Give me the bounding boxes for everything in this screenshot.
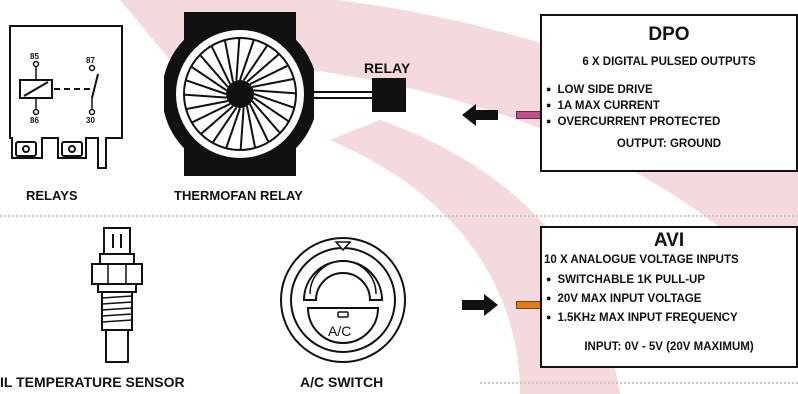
fan-blade — [225, 107, 241, 149]
fan-blade — [251, 100, 281, 134]
fan-blade — [246, 105, 257, 149]
dpo-bullet: LOW SIDE DRIVE — [546, 82, 796, 98]
arrow-right-icon — [462, 294, 498, 316]
avi-bullet: 1.5KHz MAX INPUT FREQUENCY — [546, 308, 796, 327]
avi-subtitle: 10 X ANALOGUE VOLTAGE INPUTS — [544, 254, 739, 266]
relay-label: RELAY — [364, 60, 411, 76]
fan-blade — [239, 39, 255, 81]
fan-blade — [246, 53, 280, 83]
arrow-left-icon — [462, 104, 498, 126]
fan-blade — [190, 65, 228, 92]
relay-icon — [9, 25, 123, 169]
ac-switch-text: A/C — [328, 323, 352, 339]
avi-title: AVI — [653, 230, 685, 251]
ac-switch-label: A/C SWITCH — [300, 374, 384, 390]
thermofan-icon — [164, 12, 314, 176]
fan-blade — [242, 44, 269, 82]
relay-pin-85: 85 — [30, 52, 39, 61]
ac-switch-icon — [280, 237, 406, 363]
avi-bullet-list: SWITCHABLE 1K PULL-UP 20V MAX INPUT VOLT… — [546, 270, 796, 327]
fan-blade — [210, 45, 231, 85]
dpo-title: DPO — [648, 24, 690, 45]
fan-blade — [183, 93, 227, 99]
fan-blade — [239, 107, 245, 151]
fan-blade — [249, 103, 270, 143]
dpo-box: DPO 6 X DIGITAL PULSED OUTPUTS LOW SIDE … — [540, 14, 798, 172]
fan-blade — [252, 96, 290, 123]
dpo-bullet: 1A MAX CURRENT — [546, 98, 796, 114]
fan-blade — [200, 105, 234, 135]
temperature-sensor-icon — [91, 227, 143, 363]
relay-pin-30: 30 — [86, 116, 95, 125]
dpo-bullet: OVERCURRENT PROTECTED — [546, 114, 796, 130]
fan-blade — [223, 39, 234, 83]
fan-blade — [249, 64, 289, 85]
relay-wire — [310, 91, 372, 99]
fan-blade — [211, 106, 238, 144]
fan-blade — [185, 100, 229, 111]
dpo-subtitle: 6 X DIGITAL PULSED OUTPUTS — [582, 56, 756, 68]
fan-blade — [199, 54, 229, 88]
oil-temperature-sensor-label: IL TEMPERATURE SENSOR — [0, 374, 185, 390]
separator-line — [0, 215, 798, 217]
relay-pin-86: 86 — [30, 116, 39, 125]
relay-pin-87: 87 — [86, 56, 95, 65]
fan-blade — [235, 37, 241, 81]
fan-blade — [191, 103, 231, 124]
separator-line-bottom — [480, 382, 798, 384]
avi-bullet: 20V MAX INPUT VOLTAGE — [546, 289, 796, 308]
fan-blade — [253, 93, 295, 109]
fan-blade — [185, 79, 227, 95]
dpo-footer: OUTPUT: GROUND — [616, 138, 722, 150]
relays-label: RELAYS — [26, 188, 78, 203]
fan-blade — [253, 89, 297, 95]
avi-bullet: SWITCHABLE 1K PULL-UP — [546, 270, 796, 289]
relay-block-icon — [372, 78, 406, 112]
fan-blade — [251, 77, 295, 88]
dpo-bullet-list: LOW SIDE DRIVE 1A MAX CURRENT OVERCURREN… — [546, 82, 796, 130]
avi-box: AVI 10 X ANALOGUE VOLTAGE INPUTS SWITCHA… — [540, 226, 798, 368]
avi-footer: INPUT: 0V - 5V (20V MAXIMUM) — [584, 341, 754, 353]
thermofan-relay-label: THERMOFAN RELAY — [174, 188, 303, 203]
